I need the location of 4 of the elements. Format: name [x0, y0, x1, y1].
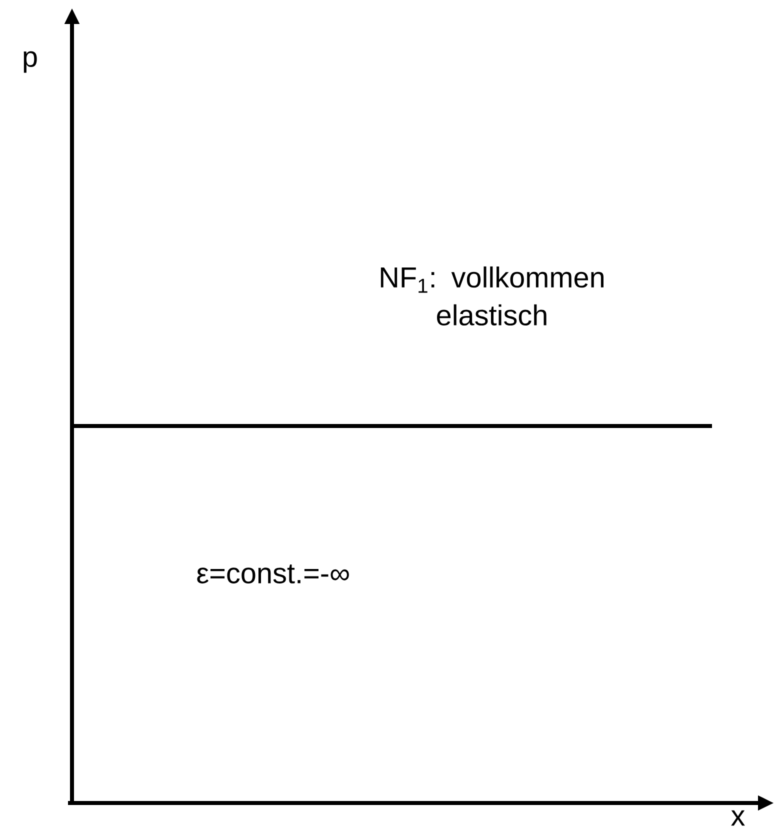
axis-label: x — [731, 810, 745, 826]
annotation-text: NF$_{1}$: vollkommen elastisch — [380, 266, 604, 326]
axis-label: p — [24, 51, 37, 73]
annotation-text: ε=const.=-∞ — [197, 564, 349, 584]
